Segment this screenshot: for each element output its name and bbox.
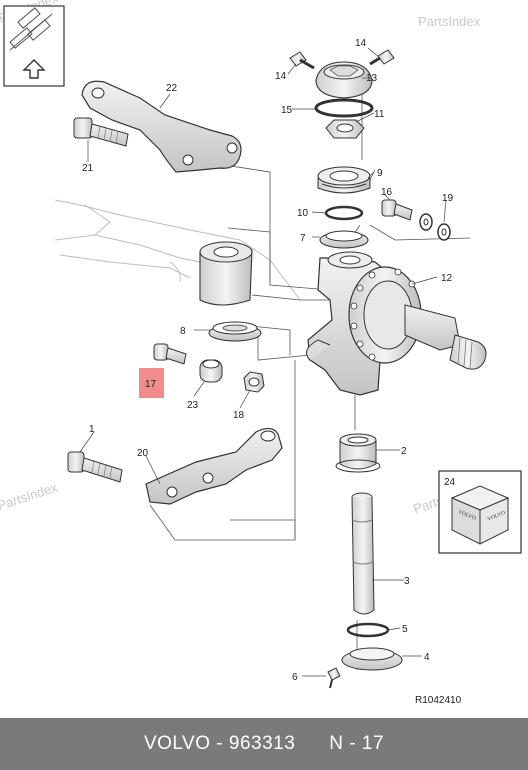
axle-beam-background xyxy=(54,199,301,301)
screw-17 xyxy=(153,343,187,365)
callout-14-left: 14 xyxy=(275,71,287,82)
callout-13: 13 xyxy=(366,73,378,84)
callout-21: 21 xyxy=(82,163,94,174)
steering-arm-lower xyxy=(145,427,283,505)
leader-lines xyxy=(149,93,471,670)
callout-19: 19 xyxy=(442,193,454,204)
nut-11 xyxy=(325,119,365,139)
callout-numbers: 14 14 13 22 15 11 21 9 16 19 10 7 12 8 1… xyxy=(82,38,456,683)
callout-12: 12 xyxy=(441,273,453,284)
highlight-part-17 xyxy=(139,368,164,398)
watermark-top-right: PartsIndex xyxy=(418,14,481,29)
diagram-reference: R1042410 xyxy=(415,695,462,706)
bolt-21 xyxy=(73,117,129,147)
callout-23: 23 xyxy=(187,400,199,411)
bolt-1 xyxy=(67,451,123,483)
callout-9: 9 xyxy=(377,168,383,179)
callout-22: 22 xyxy=(166,83,178,94)
orientation-icon xyxy=(3,5,65,87)
callout-20: 20 xyxy=(137,448,149,459)
bearing-9 xyxy=(317,166,371,194)
bushing-23 xyxy=(199,359,223,383)
callout-18: 18 xyxy=(233,410,245,421)
callout-3: 3 xyxy=(404,576,410,587)
washer-7 xyxy=(319,230,369,249)
king-pin-3 xyxy=(351,492,375,615)
steering-knuckle xyxy=(305,251,487,396)
bushing-2 xyxy=(335,433,381,473)
ring-10 xyxy=(324,205,364,221)
washer-19 xyxy=(419,213,451,241)
bolt-16 xyxy=(381,199,413,221)
steering-arm-upper xyxy=(81,80,242,173)
callout-11: 11 xyxy=(374,109,385,120)
footer-part-number: 963313 xyxy=(228,733,296,754)
watermark-left: PartsIndex xyxy=(0,479,60,513)
callout-6: 6 xyxy=(292,672,298,683)
callout-leaders xyxy=(79,47,447,677)
ring-15 xyxy=(314,98,374,118)
callout-16: 16 xyxy=(381,187,393,198)
callout-1: 1 xyxy=(89,424,95,435)
callout-2: 2 xyxy=(401,446,407,457)
seal-8 xyxy=(208,321,262,342)
exploded-view-diagram: PartsIndex PartsIndex PartsIndex PartsIn… xyxy=(0,0,522,706)
screw-14-right xyxy=(369,49,395,66)
cover-4 xyxy=(341,647,403,671)
nut-18 xyxy=(243,371,265,393)
callout-10: 10 xyxy=(297,208,309,219)
ring-5 xyxy=(346,622,390,638)
callout-8: 8 xyxy=(180,326,186,337)
callout-14-top: 14 xyxy=(355,38,367,49)
footer-separator: - xyxy=(216,733,224,754)
callout-7: 7 xyxy=(300,233,306,244)
callout-24: 24 xyxy=(444,477,456,488)
callout-4: 4 xyxy=(424,652,430,663)
footer-brand: VOLVO xyxy=(143,733,211,754)
diagram-canvas: PartsIndex PartsIndex PartsIndex PartsIn… xyxy=(0,0,522,706)
screw-6 xyxy=(327,667,341,689)
callout-5: 5 xyxy=(402,624,408,635)
part-footer-bar: VOLVO - 963313 N - 17 xyxy=(0,718,528,770)
footer-position: N - 17 xyxy=(329,733,385,754)
kit-box-24: VOLVO VOLVO xyxy=(438,470,522,554)
callout-17: 17 xyxy=(145,379,157,390)
cap-13 xyxy=(315,61,373,99)
callout-15: 15 xyxy=(281,105,293,116)
knuckle-boss xyxy=(199,241,253,306)
screw-14-left xyxy=(289,51,315,70)
